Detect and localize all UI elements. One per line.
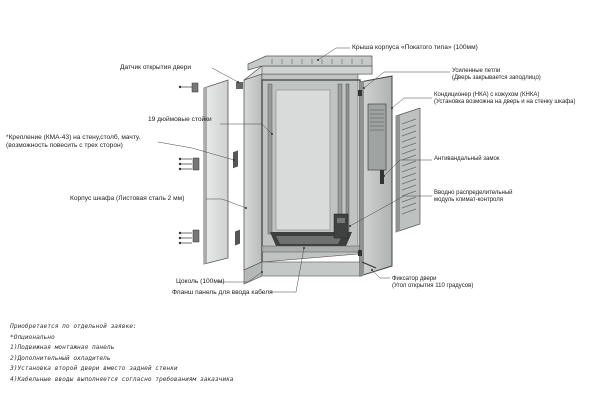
notes-item: 1)Подвижная монтажная панель <box>10 344 115 352</box>
label-plinth: Цоколь (100мм) <box>176 278 225 285</box>
leader-dots <box>233 59 393 273</box>
label-lock: Антивандальный замок <box>434 156 500 162</box>
label-roof: Крыша корпуса «Покатого типа» (100мм) <box>352 44 478 51</box>
notes-item: 2)Дополнительный охладитель <box>10 354 111 362</box>
label-hinges: Усиленные петли (Дверь закрывается запод… <box>452 68 541 81</box>
detached-side-panel <box>203 79 229 265</box>
notes-title: Приобретается по отдельной заявке: <box>10 323 137 330</box>
open-door <box>358 75 393 277</box>
notes-block: Приобретается по отдельной заявке: *Опци… <box>10 322 330 386</box>
cabinet-body <box>243 71 363 285</box>
label-door-lock: Фиксатор двери (Угол открытия 110 градус… <box>392 276 474 289</box>
conditioner-housing <box>395 107 421 233</box>
label-door-sensor: Датчик открытия двери <box>120 64 192 71</box>
label-racks: 19 дюймовые стойки <box>148 116 212 123</box>
leader-lines <box>157 47 450 293</box>
notes-item: *Опционально <box>10 333 55 341</box>
label-climate: Вводно распределительный модуль климат-к… <box>434 190 513 203</box>
sloped-roof <box>243 55 373 81</box>
label-mount: *Крепление (КМА-43) на стену,столб, мачт… <box>6 134 141 149</box>
label-flange: Фланш панель для ввода кабеля <box>172 289 273 296</box>
notes-item: 3)Установка второй двери вместо задней с… <box>10 365 178 373</box>
wall-mount-brackets <box>178 82 243 246</box>
label-body: Корпус шкафа (Листовая сталь 2 мм) <box>70 195 185 202</box>
notes-item: 4)Кабельные вводы выполняется согласно т… <box>10 375 234 383</box>
label-conditioner: Кондиционер (НКА) с кожухом (КНКА) (Уста… <box>434 92 576 105</box>
